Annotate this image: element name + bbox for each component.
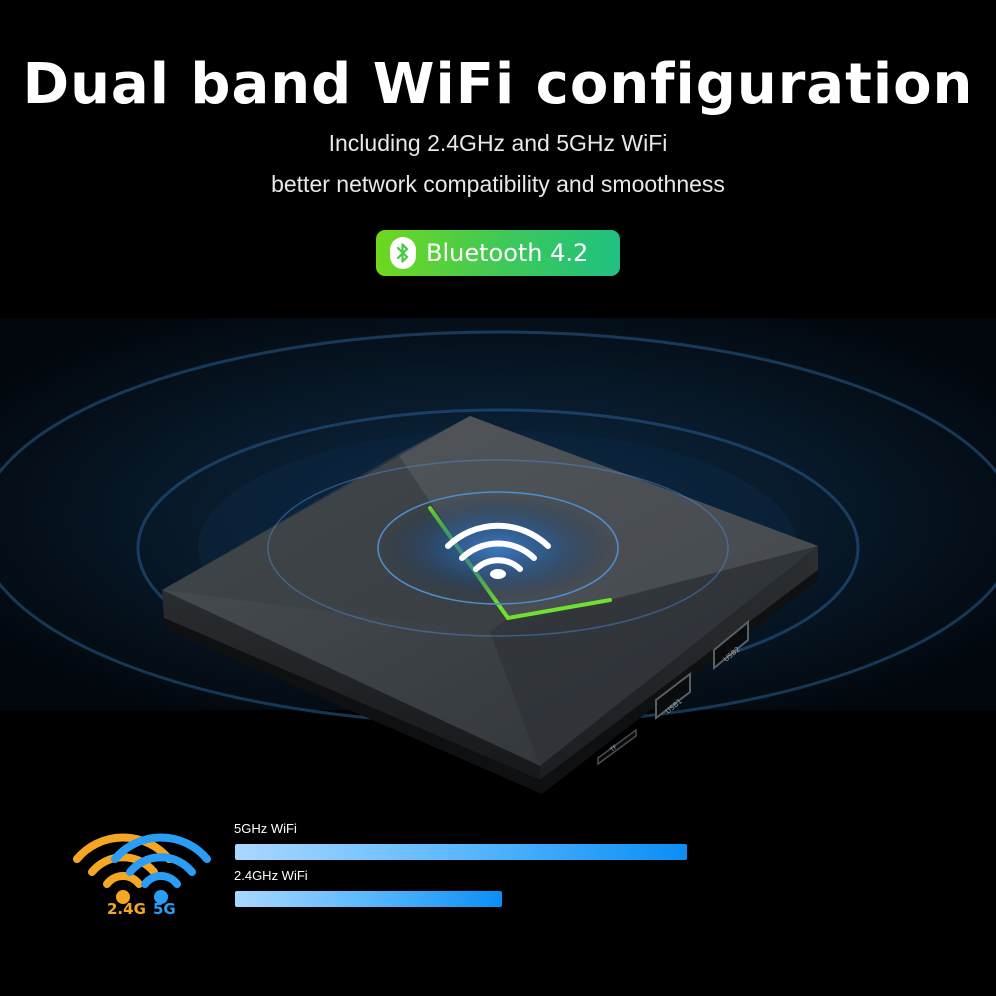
page-title: Dual band WiFi configuration (22, 52, 974, 117)
device-scene: USB2 USB1 TF (0, 318, 996, 798)
wifi-5g-icon (111, 833, 211, 904)
bluetooth-badge: Bluetooth 4.2 (376, 230, 620, 276)
legend-label-5g: 5G (153, 900, 176, 918)
ripple-ring-outer (267, 459, 729, 637)
wifi-icon (445, 522, 551, 579)
bar-24ghz (235, 891, 502, 907)
subtitle-line-2: better network compatibility and smoothn… (271, 171, 725, 197)
bar-label-5ghz: 5GHz WiFi (234, 821, 297, 836)
box-front (162, 590, 540, 780)
bar-5ghz (235, 844, 687, 860)
box-right (540, 546, 818, 780)
legend-label-24g: 2.4G (107, 900, 146, 918)
dual-wifi-icon (73, 833, 211, 904)
bluetooth-icon (390, 237, 416, 269)
bluetooth-label: Bluetooth 4.2 (426, 239, 589, 267)
box-base (164, 618, 542, 794)
bar-label-24ghz: 2.4GHz WiFi (234, 868, 308, 883)
wifi-24-icon (73, 833, 173, 904)
port-tf: TF (597, 728, 637, 766)
ripple-ring-inner (377, 491, 619, 605)
subtitle-line-1: Including 2.4GHz and 5GHz WiFi (328, 130, 668, 156)
port-label-tf: TF (608, 743, 619, 754)
top-facet-lower (490, 546, 818, 766)
